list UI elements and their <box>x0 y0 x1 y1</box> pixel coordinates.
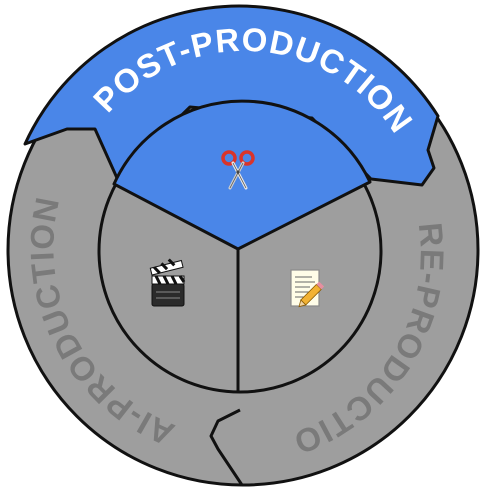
segment-post-production-inner[interactable] <box>112 99 372 251</box>
scissors-icon <box>221 150 255 190</box>
segment-divider-bottom <box>209 408 244 486</box>
clapperboard-icon <box>149 258 186 307</box>
notepad-pencil-icon <box>290 269 325 308</box>
